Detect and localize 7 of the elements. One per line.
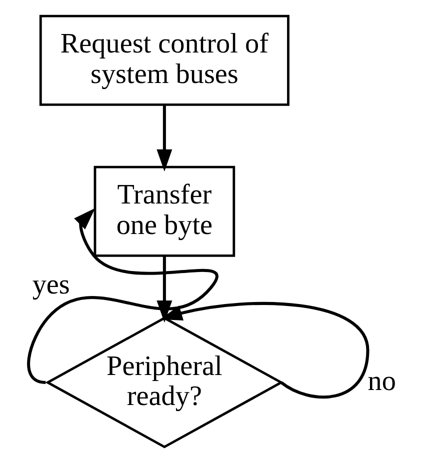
arrow [156,104,172,172]
node-diamond: Peripheral ready? [45,316,284,448]
arrow [160,302,370,399]
node-box: Transfer one byte [94,166,236,257]
node-box: Request control of system buses [39,14,290,106]
edge-label: no [368,366,396,397]
edge-label: yes [32,270,70,301]
